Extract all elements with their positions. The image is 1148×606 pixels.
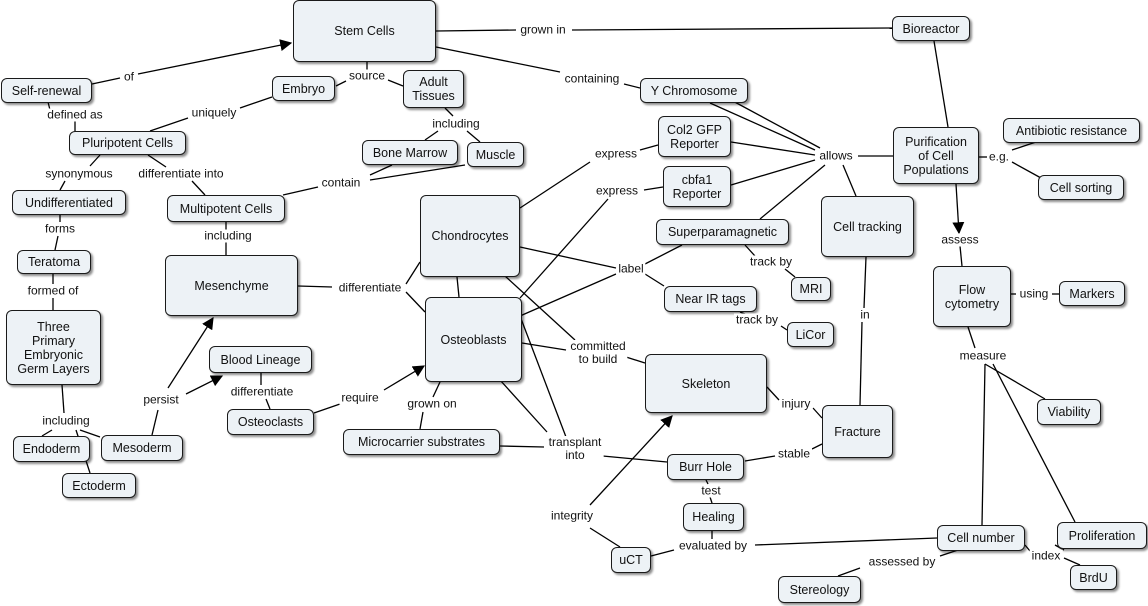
label-formed-of: formed of bbox=[25, 283, 81, 298]
node-endoderm[interactable]: Endoderm bbox=[13, 436, 90, 462]
label-forms: forms bbox=[43, 221, 77, 236]
label-including-germ: including bbox=[40, 413, 92, 428]
label-grown-on: grown on bbox=[405, 396, 459, 411]
node-pluripotent-cells[interactable]: Pluripotent Cells bbox=[69, 131, 186, 155]
label-contain: contain bbox=[319, 175, 363, 190]
label-express-cbfa1: express bbox=[593, 183, 641, 198]
node-stem-cells[interactable]: Stem Cells bbox=[293, 0, 436, 62]
node-ectoderm[interactable]: Ectoderm bbox=[62, 473, 136, 498]
node-teratoma[interactable]: Teratoma bbox=[17, 250, 91, 274]
label-grown-in: grown in bbox=[518, 22, 568, 37]
node-osteoblasts[interactable]: Osteoblasts bbox=[425, 297, 522, 382]
node-burr-hole[interactable]: Burr Hole bbox=[667, 454, 744, 480]
node-antibiotic-resistance[interactable]: Antibiotic resistance bbox=[1003, 118, 1140, 143]
label-allows: allows bbox=[817, 148, 855, 163]
label-committed-to-build: committed to build bbox=[568, 339, 628, 366]
node-superparamagnetic[interactable]: Superparamagnetic bbox=[656, 219, 789, 245]
label-track-by-licor: track by bbox=[733, 312, 781, 327]
node-blood-lineage[interactable]: Blood Lineage bbox=[209, 346, 312, 373]
node-chondrocytes[interactable]: Chondrocytes bbox=[420, 195, 520, 277]
label-measure: measure bbox=[957, 348, 1009, 363]
node-proliferation[interactable]: Proliferation bbox=[1057, 522, 1147, 549]
label-assess: assess bbox=[939, 232, 981, 247]
node-adult-tissues[interactable]: Adult Tissues bbox=[403, 70, 464, 108]
node-flow-cytometry[interactable]: Flow cytometry bbox=[933, 266, 1011, 327]
node-embryo[interactable]: Embryo bbox=[272, 76, 335, 101]
label-containing: containing bbox=[562, 71, 622, 86]
label-require: require bbox=[339, 390, 381, 405]
label-using: using bbox=[1017, 286, 1051, 301]
label-persist: persist bbox=[141, 392, 181, 407]
node-mesenchyme[interactable]: Mesenchyme bbox=[165, 255, 298, 316]
label-uniquely: uniquely bbox=[189, 105, 239, 120]
node-mesoderm[interactable]: Mesoderm bbox=[101, 435, 183, 461]
node-cell-number[interactable]: Cell number bbox=[937, 525, 1025, 551]
label-test: test bbox=[699, 483, 723, 498]
label-including-multipotent: including bbox=[202, 228, 254, 243]
node-microcarrier-substrates[interactable]: Microcarrier substrates bbox=[343, 429, 500, 455]
label-evaluated-by: evaluated by bbox=[676, 538, 750, 553]
label-track-by-mri: track by bbox=[747, 254, 795, 269]
node-markers[interactable]: Markers bbox=[1059, 281, 1125, 306]
label-including-adult: including bbox=[430, 116, 482, 131]
node-licor[interactable]: LiCor bbox=[787, 322, 834, 347]
node-col2-gfp-reporter[interactable]: Col2 GFP Reporter bbox=[658, 116, 731, 157]
label-in: in bbox=[858, 307, 872, 322]
node-multipotent-cells[interactable]: Multipotent Cells bbox=[167, 195, 285, 222]
label-express-col2: express bbox=[592, 146, 640, 161]
label-transplant-into: transplant into bbox=[546, 435, 604, 462]
label-differentiate-blood: differentiate bbox=[228, 384, 296, 399]
node-mri[interactable]: MRI bbox=[791, 277, 831, 301]
node-cell-sorting[interactable]: Cell sorting bbox=[1038, 175, 1124, 200]
node-bioreactor[interactable]: Bioreactor bbox=[892, 16, 970, 41]
node-cell-tracking[interactable]: Cell tracking bbox=[821, 196, 914, 257]
label-of: of bbox=[121, 69, 137, 84]
node-y-chromosome[interactable]: Y Chromosome bbox=[640, 78, 748, 103]
label-eg: e.g. bbox=[986, 149, 1012, 164]
label-synonymous: synonymous bbox=[43, 166, 115, 181]
node-fracture[interactable]: Fracture bbox=[822, 405, 893, 458]
node-healing[interactable]: Healing bbox=[683, 503, 744, 531]
label-source: source bbox=[346, 68, 388, 83]
node-stereology[interactable]: Stereology bbox=[778, 576, 861, 603]
label-differentiate-into: differentiate into bbox=[136, 166, 226, 181]
label-defined-as: defined as bbox=[45, 107, 105, 122]
node-self-renewal[interactable]: Self-renewal bbox=[1, 78, 92, 103]
node-muscle[interactable]: Muscle bbox=[467, 142, 524, 167]
label-differentiate-mesenchyme: differentiate bbox=[336, 280, 404, 295]
node-near-ir-tags[interactable]: Near IR tags bbox=[664, 286, 757, 312]
label-integrity: integrity bbox=[548, 508, 596, 523]
label-stable: stable bbox=[775, 446, 813, 461]
node-three-germ-layers[interactable]: Three Primary Embryonic Germ Layers bbox=[6, 310, 101, 385]
node-cbfa1-reporter[interactable]: cbfa1 Reporter bbox=[663, 166, 731, 207]
node-skeleton[interactable]: Skeleton bbox=[645, 354, 767, 413]
label-index: index bbox=[1029, 548, 1063, 563]
node-purification[interactable]: Purification of Cell Populations bbox=[893, 127, 979, 184]
label-assessed-by: assessed by bbox=[866, 554, 938, 569]
label-label: label bbox=[616, 261, 646, 276]
node-undifferentiated[interactable]: Undifferentiated bbox=[12, 190, 126, 215]
node-bone-marrow[interactable]: Bone Marrow bbox=[362, 140, 458, 165]
node-uct[interactable]: uCT bbox=[611, 547, 651, 573]
label-injury: injury bbox=[779, 396, 813, 411]
node-brdu[interactable]: BrdU bbox=[1070, 565, 1117, 590]
node-viability[interactable]: Viability bbox=[1037, 399, 1101, 425]
node-osteoclasts[interactable]: Osteoclasts bbox=[227, 409, 314, 435]
